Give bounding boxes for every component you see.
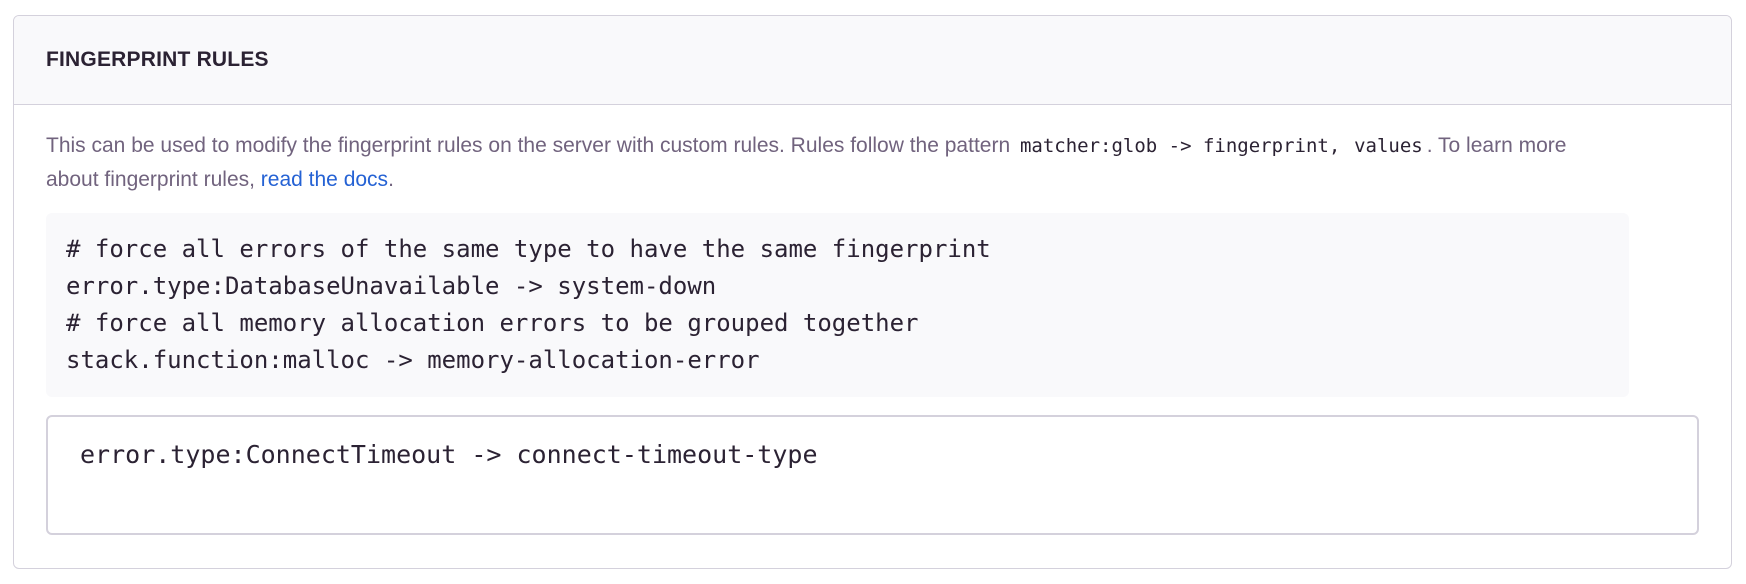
example-line: error.type:DatabaseUnavailable -> system…	[66, 272, 717, 300]
pattern-code: matcher:glob -> fingerprint,	[1019, 135, 1341, 157]
panel-body: This can be used to modify the fingerpri…	[14, 105, 1731, 535]
read-the-docs-link[interactable]: read the docs	[260, 168, 389, 191]
help-text: This can be used to modify the fingerpri…	[46, 129, 1606, 196]
pattern-code-values: values	[1354, 135, 1423, 157]
help-intro: This can be used to modify the fingerpri…	[46, 134, 1016, 157]
help-after-pattern: . To learn more about fingerprint rules,	[46, 134, 1567, 191]
example-line: # force all errors of the same type to h…	[66, 235, 991, 263]
panel-title: FINGERPRINT RULES	[46, 48, 269, 71]
help-end: .	[388, 168, 394, 191]
panel-header: FINGERPRINT RULES	[14, 16, 1731, 105]
rules-input-value: error.type:ConnectTimeout -> connect-tim…	[80, 440, 818, 469]
example-line: stack.function:malloc -> memory-allocati…	[66, 346, 760, 374]
fingerprint-rules-textarea[interactable]: error.type:ConnectTimeout -> connect-tim…	[46, 415, 1699, 535]
fingerprint-rules-panel: FINGERPRINT RULES This can be used to mo…	[13, 15, 1732, 569]
example-line: # force all memory allocation errors to …	[66, 309, 919, 337]
example-rules-block: # force all errors of the same type to h…	[46, 213, 1629, 397]
